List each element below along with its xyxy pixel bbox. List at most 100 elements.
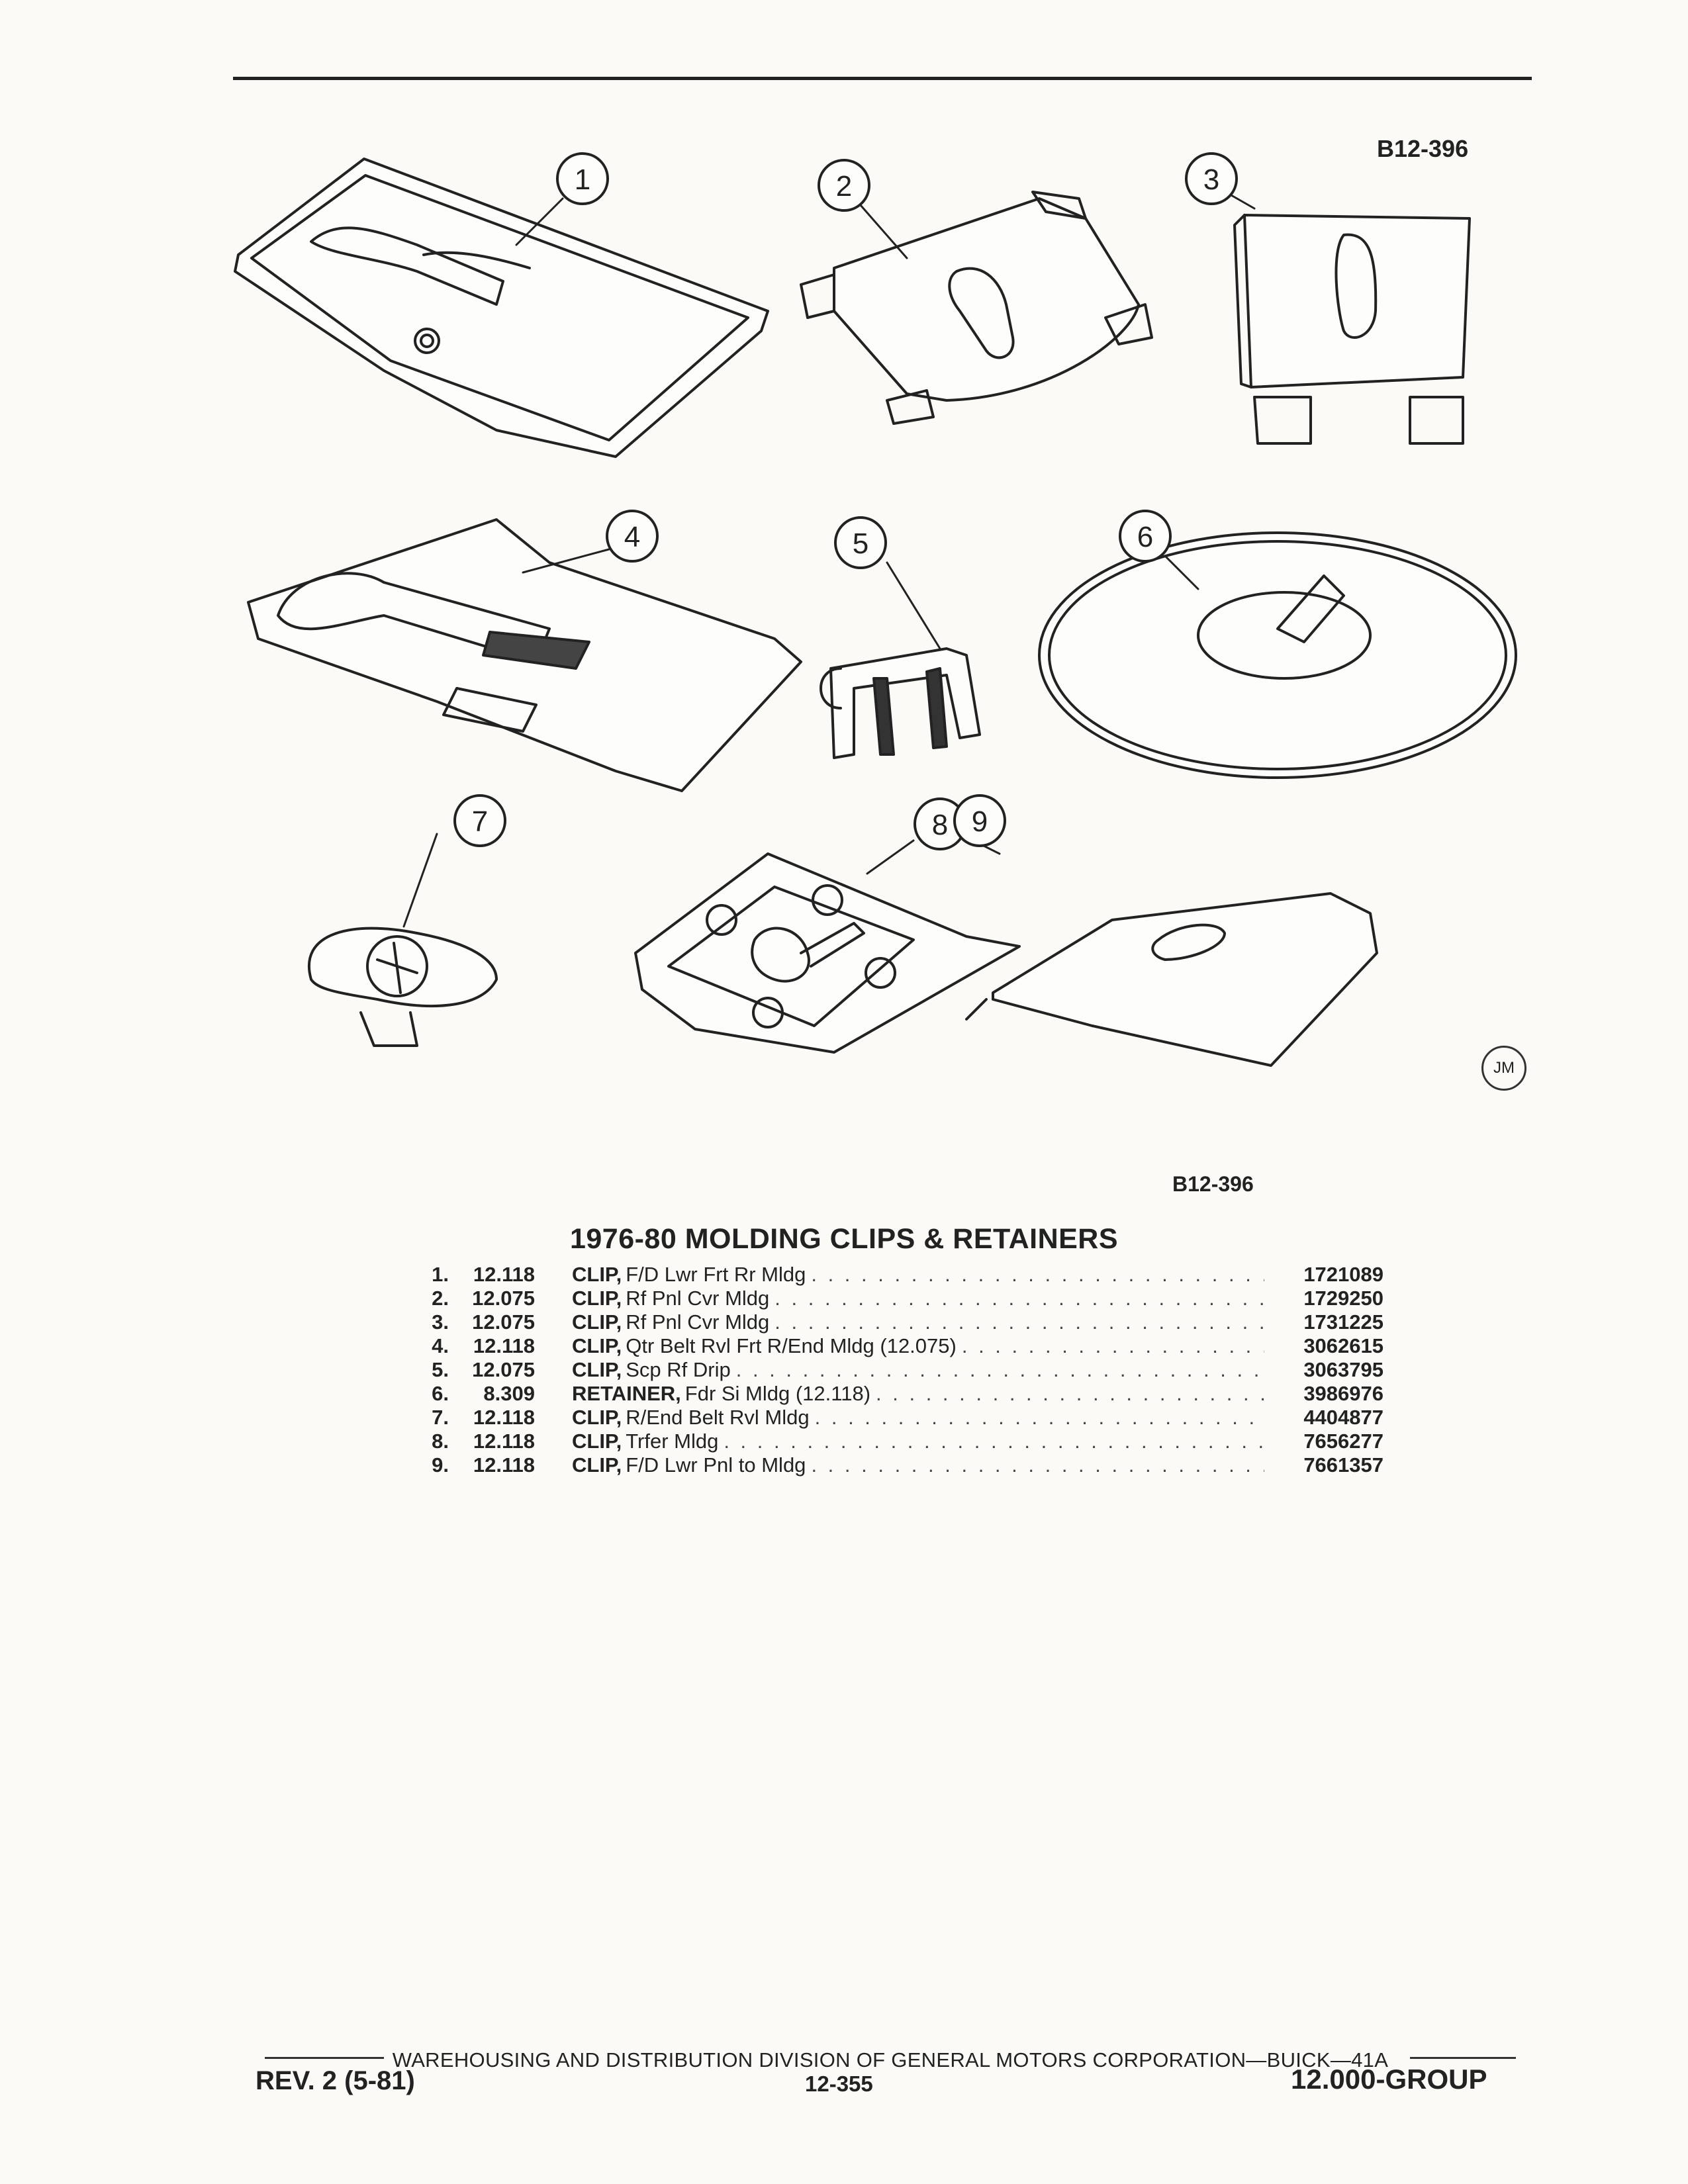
part-detail: Scp Rf Drip [626,1358,731,1381]
part-name: CLIP, [572,1287,622,1310]
parts-row: 9. 12.118 CLIP,F/D Lwr Pnl to Mldg 7661357 [417,1453,1383,1477]
leader-dots [724,1430,1264,1453]
figure-code-top: B12-396 [1377,135,1469,162]
part-number: 4404877 [1303,1406,1383,1429]
callout-2: 2 [836,170,852,203]
top-rule [233,77,1532,80]
group-number: 12.075 [472,1287,535,1310]
leader-dots [811,1453,1264,1477]
part-description: CLIP,R/End Belt Rvl Mldg [572,1406,1264,1430]
item-number: 2. [432,1287,449,1310]
part-description: RETAINER,Fdr Si Mldg (12.118) [572,1382,1264,1406]
parts-row: 2. 12.075 CLIP,Rf Pnl Cvr Mldg 1729250 [417,1287,1383,1310]
figure-code-bottom: B12-396 [1172,1172,1254,1196]
parts-row: 8. 12.118 CLIP,Trfer Mldg 7656277 [417,1430,1383,1453]
part-6-drawing [1038,531,1517,779]
callout-9: 9 [972,805,988,838]
part-description: CLIP,F/D Lwr Frt Rr Mldg [572,1263,1264,1287]
part-detail: F/D Lwr Frt Rr Mldg [626,1263,806,1286]
parts-row: 5. 12.075 CLIP,Scp Rf Drip 3063795 [417,1358,1383,1382]
item-number: 1. [432,1263,449,1286]
group-number: 12.075 [472,1358,535,1381]
group-number: 12.118 [473,1263,535,1286]
part-number: 1731225 [1303,1310,1383,1334]
artist-mark: JM [1481,1046,1526,1091]
leader-dots [736,1358,1264,1382]
item-number: 9. [432,1453,449,1477]
part-number: 7656277 [1303,1430,1383,1453]
item-number: 8. [432,1430,449,1453]
part-detail: Rf Pnl Cvr Mldg [626,1310,770,1334]
part-description: CLIP,Qtr Belt Rvl Frt R/End Mldg (12.075… [572,1334,1264,1358]
part-detail: Trfer Mldg [626,1430,719,1453]
footer-division: WAREHOUSING AND DISTRIBUTION DIVISION OF… [392,2048,1389,2071]
part-description: CLIP,Rf Pnl Cvr Mldg [572,1287,1264,1310]
part-name: CLIP, [572,1310,622,1334]
parts-illustration: 1 2 3 4 5 6 7 8 9 [234,152,1517,1067]
group-number: 8.309 [483,1382,535,1405]
part-number: 7661357 [1303,1453,1383,1477]
callout-8: 8 [932,809,948,841]
leader-dots [774,1310,1264,1334]
part-description: CLIP,Trfer Mldg [572,1430,1264,1453]
callout-4: 4 [624,521,640,553]
part-4-drawing [247,518,802,792]
part-7-drawing [307,927,498,1047]
part-detail: F/D Lwr Pnl to Mldg [626,1453,806,1477]
part-9-drawing [965,892,1378,1067]
page-number: 12-355 [805,2071,873,2096]
group-number: 12.118 [473,1430,535,1453]
item-number: 7. [432,1406,449,1429]
part-2-drawing [800,191,1153,425]
part-name: CLIP, [572,1263,622,1286]
part-detail: Qtr Belt Rvl Frt R/End Mldg (12.075) [626,1334,957,1357]
item-number: 6. [432,1382,449,1405]
part-name: CLIP, [572,1453,622,1477]
leader-dots [876,1382,1264,1406]
callout-1: 1 [575,163,590,196]
parts-row: 1. 12.118 CLIP,F/D Lwr Frt Rr Mldg 1721089 [417,1263,1383,1287]
callout-7: 7 [472,805,488,838]
parts-row: 3. 12.075 CLIP,Rf Pnl Cvr Mldg 1731225 [417,1310,1383,1334]
callout-5: 5 [853,527,868,560]
leader-dots [774,1287,1264,1310]
part-number: 1729250 [1303,1287,1383,1310]
part-description: CLIP,Scp Rf Drip [572,1358,1264,1382]
part-3-drawing [1233,214,1471,445]
part-number: 1721089 [1303,1263,1383,1286]
part-description: CLIP,Rf Pnl Cvr Mldg [572,1310,1264,1334]
part-number: 3063795 [1303,1358,1383,1381]
revision-label: REV. 2 (5-81) [256,2066,415,2095]
part-name: CLIP, [572,1430,622,1453]
leader-dots [811,1263,1264,1287]
part-detail: R/End Belt Rvl Mldg [626,1406,810,1429]
parts-list-title: 1976-80 MOLDING CLIPS & RETAINERS [569,1223,1119,1255]
footer-rule-left [265,2057,384,2059]
part-detail: Fdr Si Mldg (12.118) [684,1382,871,1405]
callout-3: 3 [1203,163,1219,196]
footer-rule-right [1410,2057,1516,2059]
parts-row: 7. 12.118 CLIP,R/End Belt Rvl Mldg 4404877 [417,1406,1383,1430]
part-name: CLIP, [572,1358,622,1381]
callout-6: 6 [1137,521,1153,553]
part-8-drawing [634,852,1021,1054]
part-number: 3062615 [1303,1334,1383,1357]
group-number: 12.118 [473,1406,535,1429]
part-1-drawing [234,158,769,458]
part-name: CLIP, [572,1334,622,1357]
part-detail: Rf Pnl Cvr Mldg [626,1287,770,1310]
part-number: 3986976 [1303,1382,1383,1405]
group-label: 12.000-GROUP [1291,2064,1487,2095]
group-number: 12.118 [473,1334,535,1357]
part-name: RETAINER, [572,1382,681,1405]
part-5-drawing [820,647,981,759]
item-number: 5. [432,1358,449,1381]
part-name: CLIP, [572,1406,622,1429]
group-number: 12.075 [472,1310,535,1334]
leader-dots [962,1334,1264,1358]
item-number: 3. [432,1310,449,1334]
group-number: 12.118 [473,1453,535,1477]
leader-dots [815,1406,1264,1430]
